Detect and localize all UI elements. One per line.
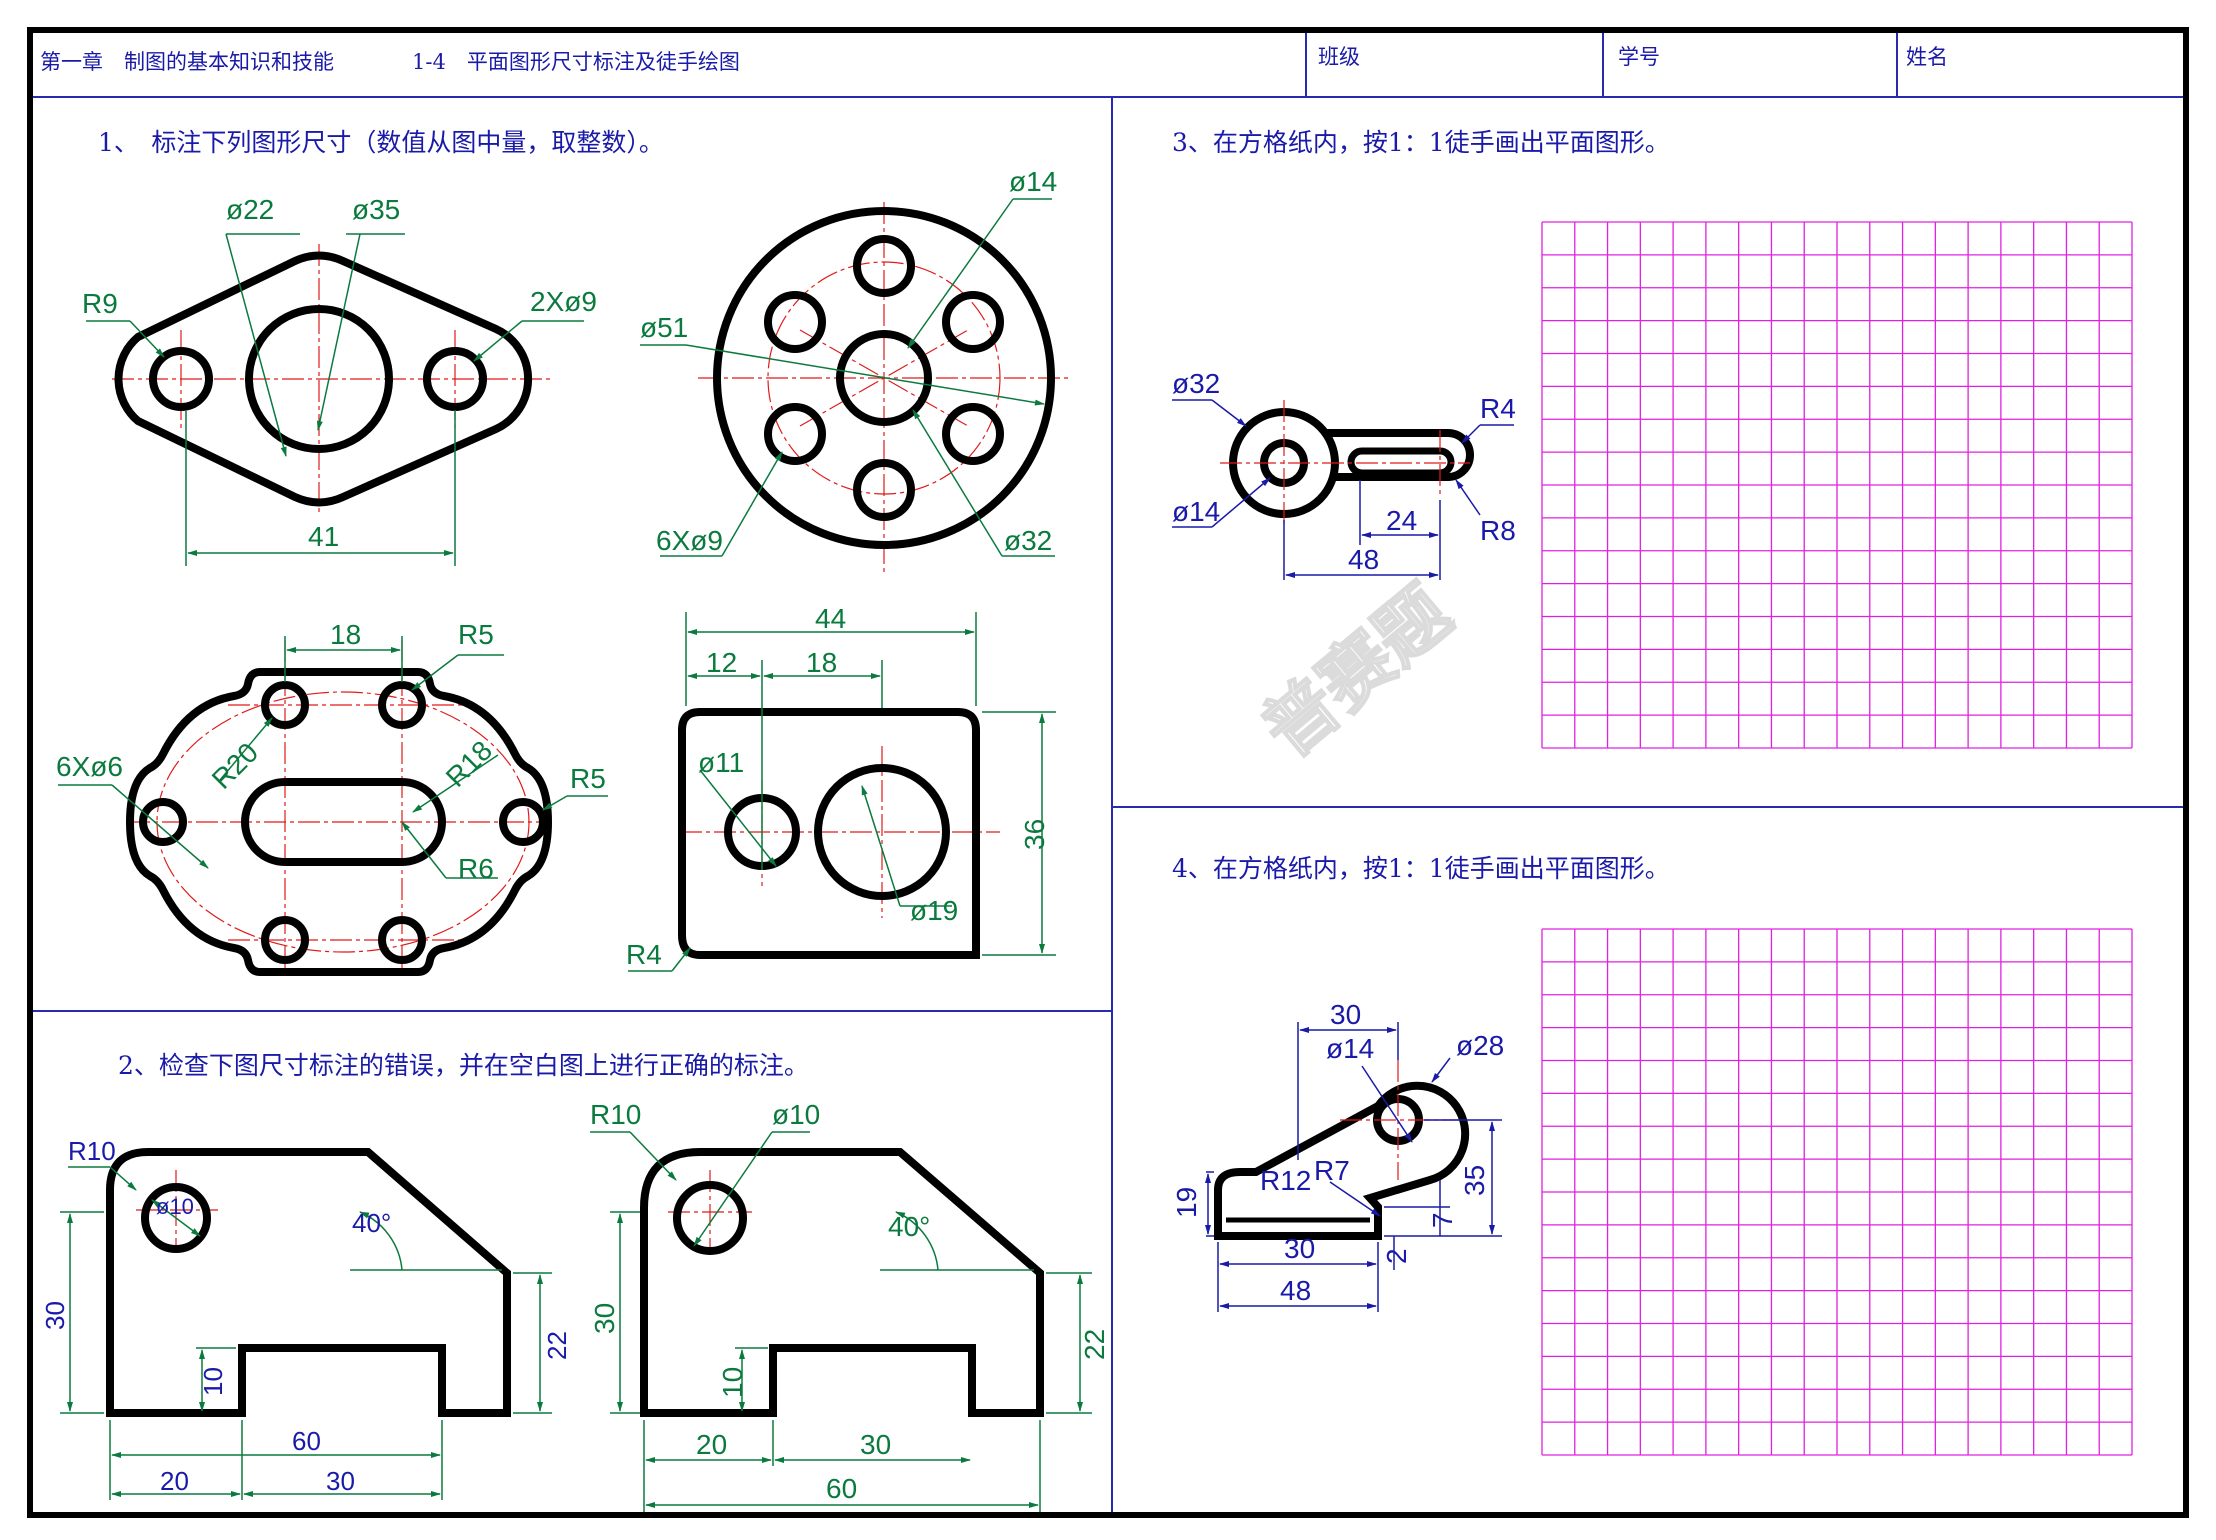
exercise-3-title: 3、在方格纸内，按1：1徒手画出平面图形。: [1172, 128, 1670, 157]
f8-dim-w30b: 30: [1284, 1233, 1315, 1264]
f3-dim-r20: R20: [206, 737, 264, 795]
f2-dim-d51: ø51: [640, 312, 688, 343]
f8-dim-w48: 48: [1280, 1275, 1311, 1306]
f1-dim-r9: R9: [82, 288, 118, 319]
grid-paper-3: [1541, 221, 2133, 749]
f7-dim-r8: R8: [1480, 515, 1516, 546]
f8-dim-h35: 35: [1459, 1165, 1490, 1196]
f4-dim-h36: 36: [1019, 819, 1050, 850]
watermark-text: 普赛题: [1247, 570, 1466, 773]
f3-dim-r5b: R5: [570, 763, 606, 794]
figure-5-wrong-dims: R10 ø10 40° 30 22 10 60 20 30: [40, 1136, 572, 1500]
figure-2-disc: ø14 ø51 6Xø9 ø32: [640, 166, 1072, 572]
exercise-4-title: 4、在方格纸内，按1：1徒手画出平面图形。: [1172, 854, 1670, 883]
f3-dim-r6: R6: [458, 853, 494, 884]
f8-dim-w30: 30: [1330, 999, 1361, 1030]
exercise-1-title: 1、 标注下列图形尺寸（数值从图中量，取整数）。: [98, 128, 664, 157]
f5-dim-angle: 40°: [352, 1208, 391, 1238]
f5-dim-h30: 30: [40, 1301, 70, 1330]
f6-dim-w60: 60: [826, 1473, 857, 1504]
chapter-title: 第一章 制图的基本知识和技能: [40, 50, 334, 74]
f7-dim-d14: ø14: [1172, 496, 1220, 527]
f7-dim-d32: ø32: [1172, 368, 1220, 399]
f3-dim-holes: 6Xø6: [56, 751, 123, 782]
f1-dim-d22: ø22: [226, 194, 274, 225]
f6-dim-h30: 30: [589, 1303, 620, 1334]
f3-dim-w18: 18: [330, 619, 361, 650]
student-no-label: 学号: [1618, 45, 1660, 69]
f6-dim-h22: 22: [1079, 1329, 1110, 1360]
f4-dim-w18: 18: [806, 647, 837, 678]
f7-dim-r4: R4: [1480, 393, 1516, 424]
f1-dim-d35: ø35: [352, 194, 400, 225]
f4-dim-d11: ø11: [698, 747, 744, 778]
f7-dim-w48: 48: [1348, 544, 1379, 575]
drawing-frame: [27, 27, 2189, 1518]
f4-dim-d19: ø19: [910, 895, 958, 926]
f4-dim-w12: 12: [706, 647, 737, 678]
f8-dim-r12: R12: [1260, 1165, 1311, 1196]
f8-dim-h19: 19: [1171, 1187, 1202, 1218]
figure-4-block: 44 12 18 ø11 36 ø19 R4: [626, 603, 1056, 972]
f4-dim-r4: R4: [626, 939, 662, 970]
figure-3-flange: 18 R5 6Xø6 R20 R18 R5 R6: [56, 619, 608, 980]
grid-paper-4: [1541, 928, 2133, 1456]
f5-dim-d10: ø10: [156, 1194, 194, 1219]
section-title: 1-4 平面图形尺寸标注及徒手绘图: [412, 50, 740, 74]
f6-dim-h10: 10: [717, 1367, 748, 1398]
class-label: 班级: [1318, 45, 1360, 69]
f2-dim-d14: ø14: [1009, 166, 1057, 197]
figure-6-correct-dims: R10 ø10 40° 30 22 10 20 30 60: [589, 1099, 1110, 1512]
f8-dim-h7: 7: [1427, 1212, 1458, 1228]
f6-dim-w30: 30: [860, 1429, 891, 1460]
figure-1-plate: ø22 ø35 R9 2Xø9 41: [82, 194, 597, 566]
f5-dim-w30: 30: [326, 1466, 355, 1496]
f3-dim-r5a: R5: [458, 619, 494, 650]
f7-dim-w24: 24: [1386, 505, 1417, 536]
f6-dim-r10: R10: [590, 1099, 641, 1130]
f5-dim-w20: 20: [160, 1466, 189, 1496]
f2-dim-d32: ø32: [1004, 525, 1052, 556]
f5-dim-w60: 60: [292, 1426, 321, 1456]
f4-dim-w44: 44: [815, 603, 846, 634]
f2-dim-holes: 6Xø9: [656, 525, 723, 556]
f8-dim-r7: R7: [1314, 1155, 1350, 1186]
f1-dim-holes: 2Xø9: [530, 286, 597, 317]
f1-dim-length: 41: [308, 521, 339, 552]
f5-dim-h10: 10: [198, 1367, 228, 1396]
name-label: 姓名: [1906, 45, 1948, 69]
f3-dim-r18: R18: [440, 735, 498, 793]
f6-dim-w20: 20: [696, 1429, 727, 1460]
f5-dim-h22: 22: [542, 1331, 572, 1360]
f5-dim-r10: R10: [68, 1136, 116, 1166]
f8-dim-d28: ø28: [1456, 1030, 1504, 1061]
f8-dim-h2: 2: [1381, 1248, 1412, 1264]
f6-dim-angle: 40°: [888, 1211, 930, 1242]
figure-7-lever: ø32 R4 ø14 24 R8 48: [1172, 368, 1516, 580]
figure-8-bracket: 30 ø14 ø28 R12 R7 19 35 7 30 2 48: [1171, 999, 1504, 1312]
watermark: 普赛题: [1246, 569, 1467, 774]
panel-rules: [33, 33, 2183, 1512]
f6-dim-d10: ø10: [772, 1099, 820, 1130]
f8-dim-d14: ø14: [1326, 1033, 1374, 1064]
exercise-2-title: 2、检查下图尺寸标注的错误，并在空白图上进行正确的标注。: [118, 1051, 809, 1080]
